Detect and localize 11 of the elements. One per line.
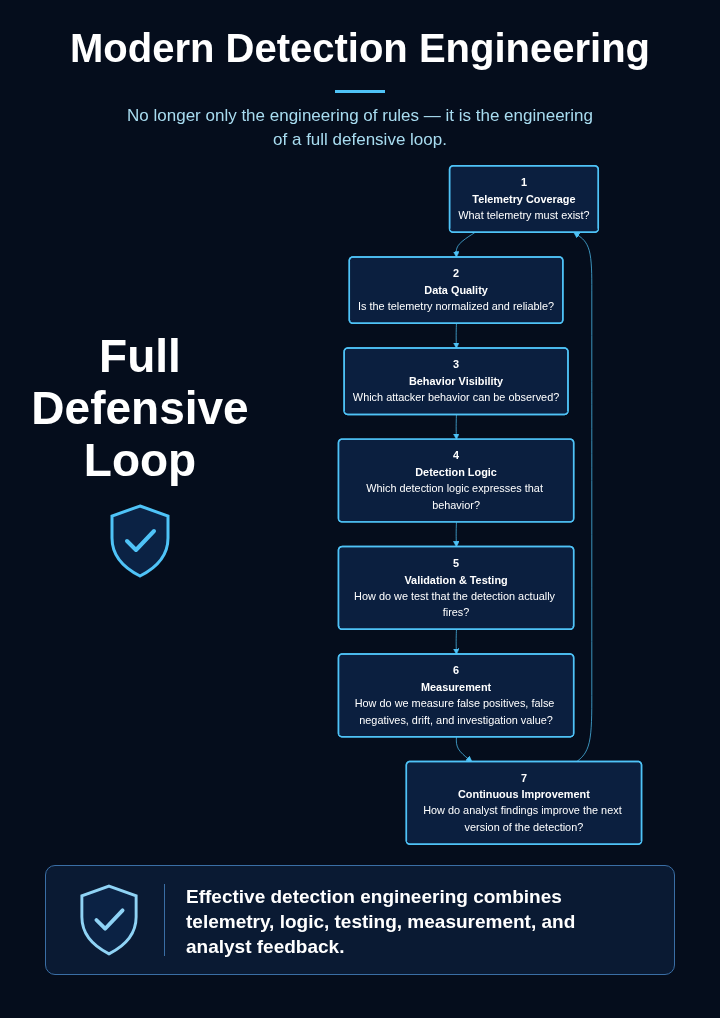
step-card: 7 Continuous Improvement How do analyst findings improve the next version of the detection? [405,760,643,845]
step-card: 1 Telemetry Coverage What telemetry must exist? [448,165,600,233]
step-card: 6 Measurement How do we measure false positives, false negatives, drift, and investigation value? [337,653,575,738]
step-card: 4 Detection Logic Which detection logic expresses that behavior? [337,438,575,523]
step-card: 5 Validation & Testing How do we test that the detection actually fires? [337,545,575,631]
subtitle: No longer only the engineering of rules — it is the engineering of a full defensive loop. [126,105,594,151]
step-card: 3 Behavior Visibility Which attacker behavior can be observed? [343,347,569,416]
title: Modern Detection Engineering [68,25,651,72]
summary-text: Effective detection engineering combines telemetry, logic, testing, measurement, and analyst feedback. [186,885,577,959]
center-label: Full Defensive Loop [30,330,250,486]
step-card: 2 Data Quality Is the telemetry normalized and reliable? [348,256,564,325]
